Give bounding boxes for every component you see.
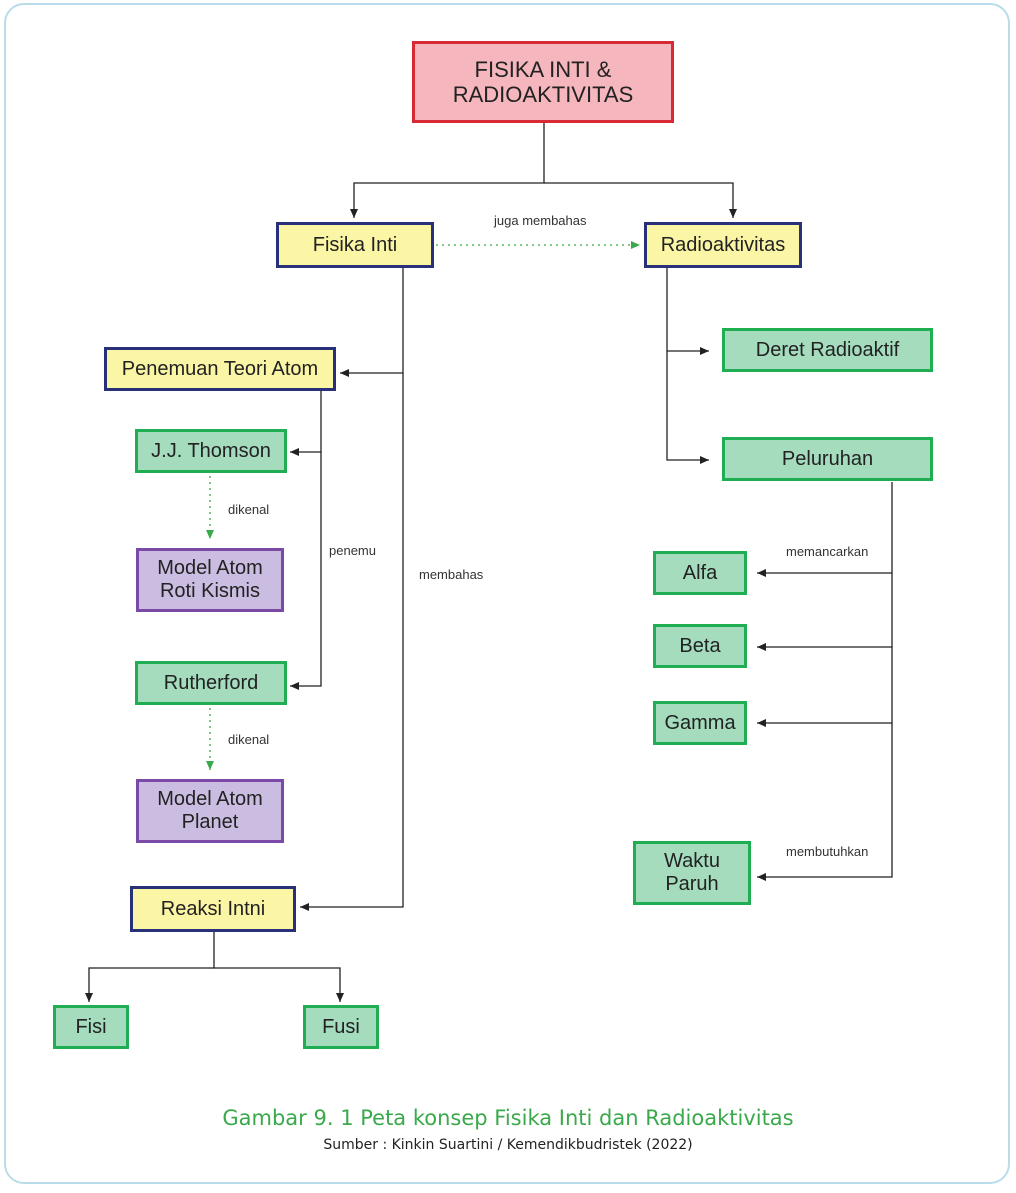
edge-penemuan-to-thomson — [290, 391, 322, 456]
edge-radioaktivitas-to-peluruhan — [666, 351, 709, 464]
edge-fisika-inti-to-penemuan — [340, 268, 404, 377]
label-memancarkan: memancarkan — [786, 544, 869, 559]
edge-root-to-radioaktivitas — [544, 182, 737, 218]
node-radioaktivitas: Radioaktivitas — [644, 222, 802, 268]
label-membahas: membahas — [419, 567, 484, 582]
node-alfa: Alfa — [653, 551, 747, 595]
edge-peluruhan-to-waktu — [757, 723, 893, 881]
node-fusi: Fusi — [303, 1005, 379, 1049]
node-penemuan-teori-atom: Penemuan Teori Atom — [104, 347, 336, 391]
edge-reaksi-to-fusi — [214, 967, 344, 1002]
label-penemu: penemu — [329, 543, 376, 558]
edge-root-to-fisika-inti — [350, 123, 545, 218]
edge-peluruhan-to-alfa — [757, 482, 893, 577]
node-waktu-paruh: Waktu Paruh — [633, 841, 751, 905]
label-dikenal-rutherford: dikenal — [228, 732, 270, 747]
label-juga-membahas: juga membahas — [494, 213, 587, 228]
node-beta: Beta — [653, 624, 747, 668]
edge-penemuan-to-rutherford — [290, 452, 322, 690]
edge-peluruhan-to-beta — [757, 573, 893, 651]
figure-source: Sumber : Kinkin Suartini / Kemendikbudri… — [323, 1137, 693, 1153]
edge-radioaktivitas-to-deret — [666, 268, 709, 355]
node-fisika-inti: Fisika Inti — [276, 222, 434, 268]
label-dikenal-thomson: dikenal — [228, 502, 270, 517]
node-jj-thomson: J.J. Thomson — [135, 429, 287, 473]
node-reaksi-intni: Reaksi Intni — [130, 886, 296, 932]
node-fisi: Fisi — [53, 1005, 129, 1049]
node-model-atom-planet: Model Atom Planet — [136, 779, 284, 843]
node-gamma: Gamma — [653, 701, 747, 745]
label-membutuhkan: membutuhkan — [786, 844, 869, 859]
edge-reaksi-to-fisi — [85, 932, 215, 1002]
node-rutherford: Rutherford — [135, 661, 287, 705]
node-peluruhan: Peluruhan — [722, 437, 933, 481]
figure-caption: Gambar 9. 1 Peta konsep Fisika Inti dan … — [222, 1106, 794, 1130]
edge-fisika-inti-to-reaksi — [300, 373, 404, 911]
edge-peluruhan-to-gamma — [757, 647, 893, 727]
node-root: FISIKA INTI & RADIOAKTIVITAS — [412, 41, 674, 123]
node-deret-radioaktif: Deret Radioaktif — [722, 328, 933, 372]
node-model-atom-roti-kismis: Model Atom Roti Kismis — [136, 548, 284, 612]
figure-frame — [4, 3, 1010, 1184]
